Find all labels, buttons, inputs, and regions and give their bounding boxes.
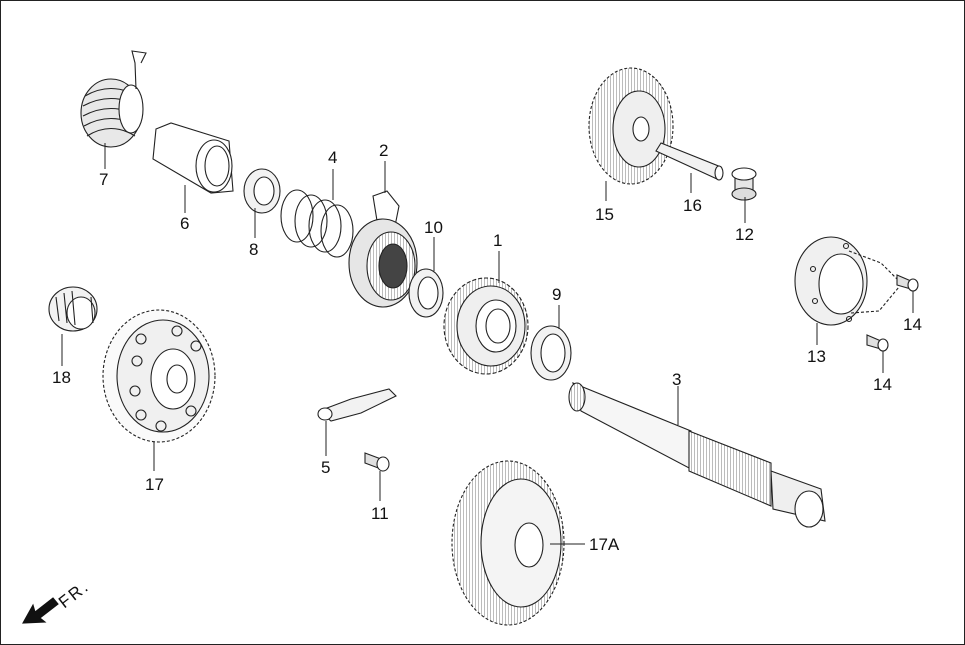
part-3-shaft [568,382,826,528]
part-15-gear [588,67,674,185]
callout-4: 4 [328,148,338,167]
callout-7: 7 [99,170,109,189]
part-17-gear [102,309,216,443]
callout-17: 17 [145,475,164,494]
front-direction-arrow-icon [22,597,59,624]
callout-14-upper: 14 [903,315,922,334]
callout-15: 15 [595,205,614,224]
callout-18: 18 [52,368,71,387]
part-18-needle-bearing [48,286,98,332]
callout-9: 9 [552,285,562,304]
callout-16: 16 [683,196,702,215]
part-2-ratchet-gear [348,190,418,308]
callout-3: 3 [672,370,682,389]
part-4-coil-spring [280,189,354,258]
part-9-washer [530,325,572,381]
part-7-spring [80,50,147,148]
part-17a-gear [451,460,565,626]
callout-10: 10 [424,218,443,237]
part-16-pin [655,142,724,181]
part-10-washer [408,268,444,318]
callout-17a: 17A [589,535,620,554]
callout-14-lower: 14 [873,375,892,394]
callout-5: 5 [321,458,331,477]
callout-12: 12 [735,225,754,244]
part-1-gear [443,277,529,375]
part-13-plate [794,236,902,326]
part-14-bolt-upper [896,274,919,292]
callout-2: 2 [379,141,389,160]
callout-11: 11 [371,504,389,523]
part-11-bolt [364,452,390,472]
leader-lines [61,143,914,545]
callout-6: 6 [180,214,190,233]
part-5-lever [317,388,397,422]
part-8-washer [243,168,281,214]
callout-1: 1 [493,231,503,250]
callout-8: 8 [249,240,259,259]
callout-13: 13 [807,347,826,366]
part-6-sleeve [152,122,234,194]
part-12-bushing [731,167,757,201]
part-14-bolt-lower [866,334,889,352]
